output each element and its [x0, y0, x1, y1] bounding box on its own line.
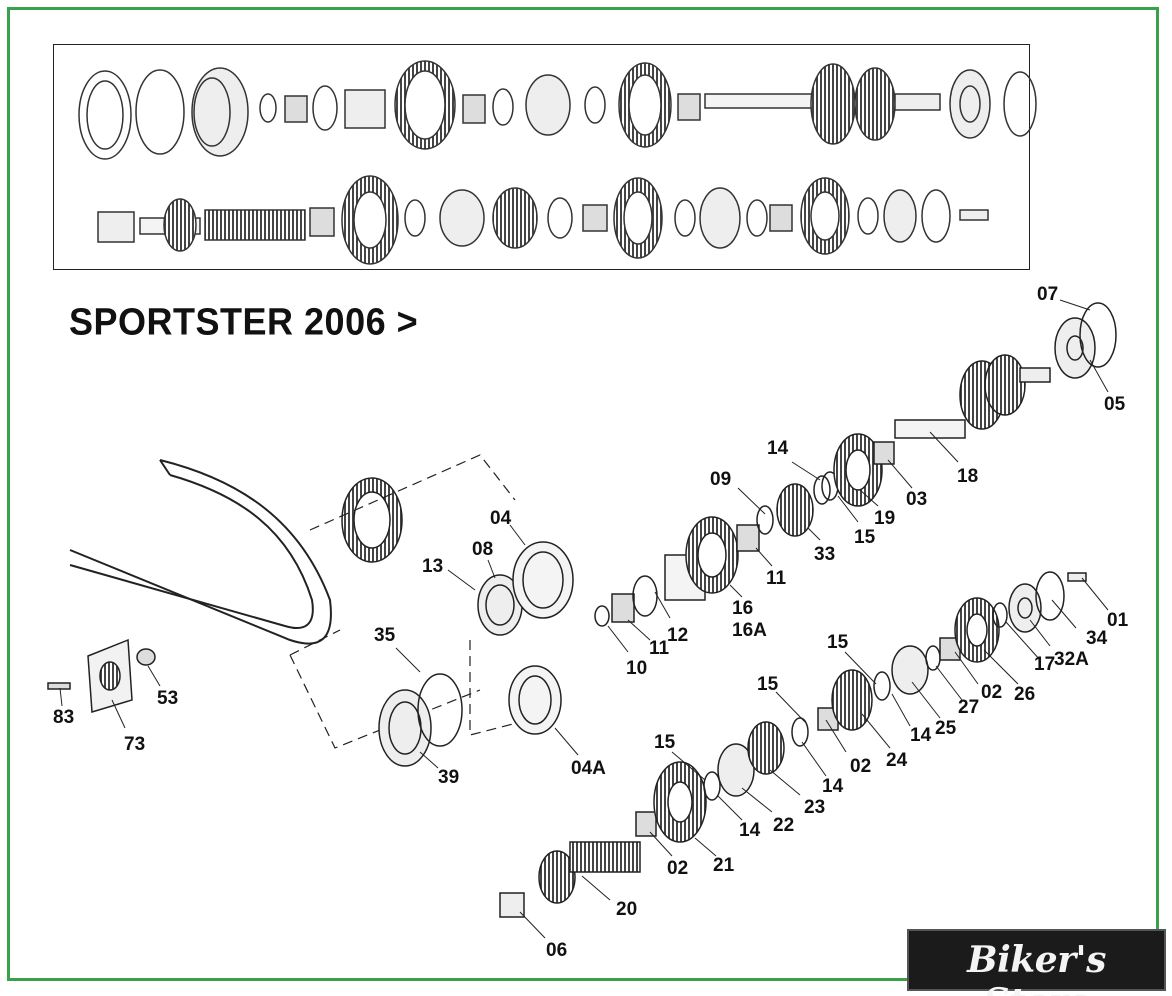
thumbnail-row-1 [78, 60, 1037, 160]
part-label-18: 18 [957, 466, 978, 487]
dashed-bracket [289, 454, 561, 749]
part-label-14: 14 [739, 820, 761, 841]
part-label-39: 39 [438, 767, 459, 788]
part-label-09: 09 [710, 469, 731, 490]
part-label-02: 02 [667, 858, 688, 879]
part-label-16a: 16A [732, 620, 767, 641]
part-label-07: 07 [1037, 284, 1058, 305]
part-label-35: 35 [374, 625, 396, 646]
part-label-11: 11 [766, 568, 787, 589]
countershaft-assembly [499, 571, 1087, 918]
part-label-05: 05 [1104, 394, 1126, 415]
part-label-33: 33 [814, 544, 835, 565]
part-label-15: 15 [654, 732, 676, 753]
part-label-01: 01 [1107, 610, 1129, 631]
part-label-02: 02 [850, 756, 871, 777]
mainshaft-bearing-parts [378, 541, 574, 767]
front-sprocket [47, 477, 403, 713]
part-label-26: 26 [1014, 684, 1035, 705]
part-label-15: 15 [827, 632, 849, 653]
thumbnail-row-2 [97, 175, 989, 265]
part-label-15: 15 [854, 527, 876, 548]
part-label-11: 11 [649, 638, 670, 659]
part-label-14: 14 [767, 438, 789, 459]
part-number-labels: 070518031915140933110408131616A121110353… [53, 284, 1129, 961]
part-label-19: 19 [874, 508, 895, 529]
part-label-13: 13 [422, 556, 443, 577]
logo-text: Biker's Store [967, 939, 1106, 996]
part-label-14: 14 [822, 776, 844, 797]
part-label-03: 03 [906, 489, 927, 510]
part-label-15: 15 [757, 674, 779, 695]
part-label-02: 02 [981, 682, 1002, 703]
part-label-10: 10 [626, 658, 647, 679]
part-label-24: 24 [886, 750, 908, 771]
part-label-12: 12 [667, 625, 688, 646]
part-label-04a: 04A [571, 758, 606, 779]
bikers-store-logo: Biker's Store [907, 929, 1166, 996]
part-label-16: 16 [732, 598, 753, 619]
part-label-20: 20 [616, 899, 637, 920]
part-label-32a: 32A [1054, 649, 1089, 670]
drive-belt [69, 459, 332, 645]
part-label-53: 53 [157, 688, 178, 709]
diagram-title: SPORTSTER 2006 > [69, 300, 419, 344]
part-label-04: 04 [490, 508, 512, 529]
part-label-08: 08 [472, 539, 493, 560]
part-label-21: 21 [713, 855, 735, 876]
leader-lines [59, 299, 1109, 939]
green-border-frame [7, 7, 1159, 981]
part-label-83: 83 [53, 707, 74, 728]
part-label-23: 23 [804, 797, 825, 818]
part-label-22: 22 [773, 815, 794, 836]
part-label-73: 73 [124, 734, 145, 755]
part-label-34: 34 [1086, 628, 1108, 649]
part-label-25: 25 [935, 718, 957, 739]
part-label-17: 17 [1034, 654, 1055, 675]
mainshaft-assembly [594, 302, 1117, 627]
part-label-06: 06 [546, 940, 567, 961]
part-label-27: 27 [958, 697, 979, 718]
part-label-14: 14 [910, 725, 932, 746]
